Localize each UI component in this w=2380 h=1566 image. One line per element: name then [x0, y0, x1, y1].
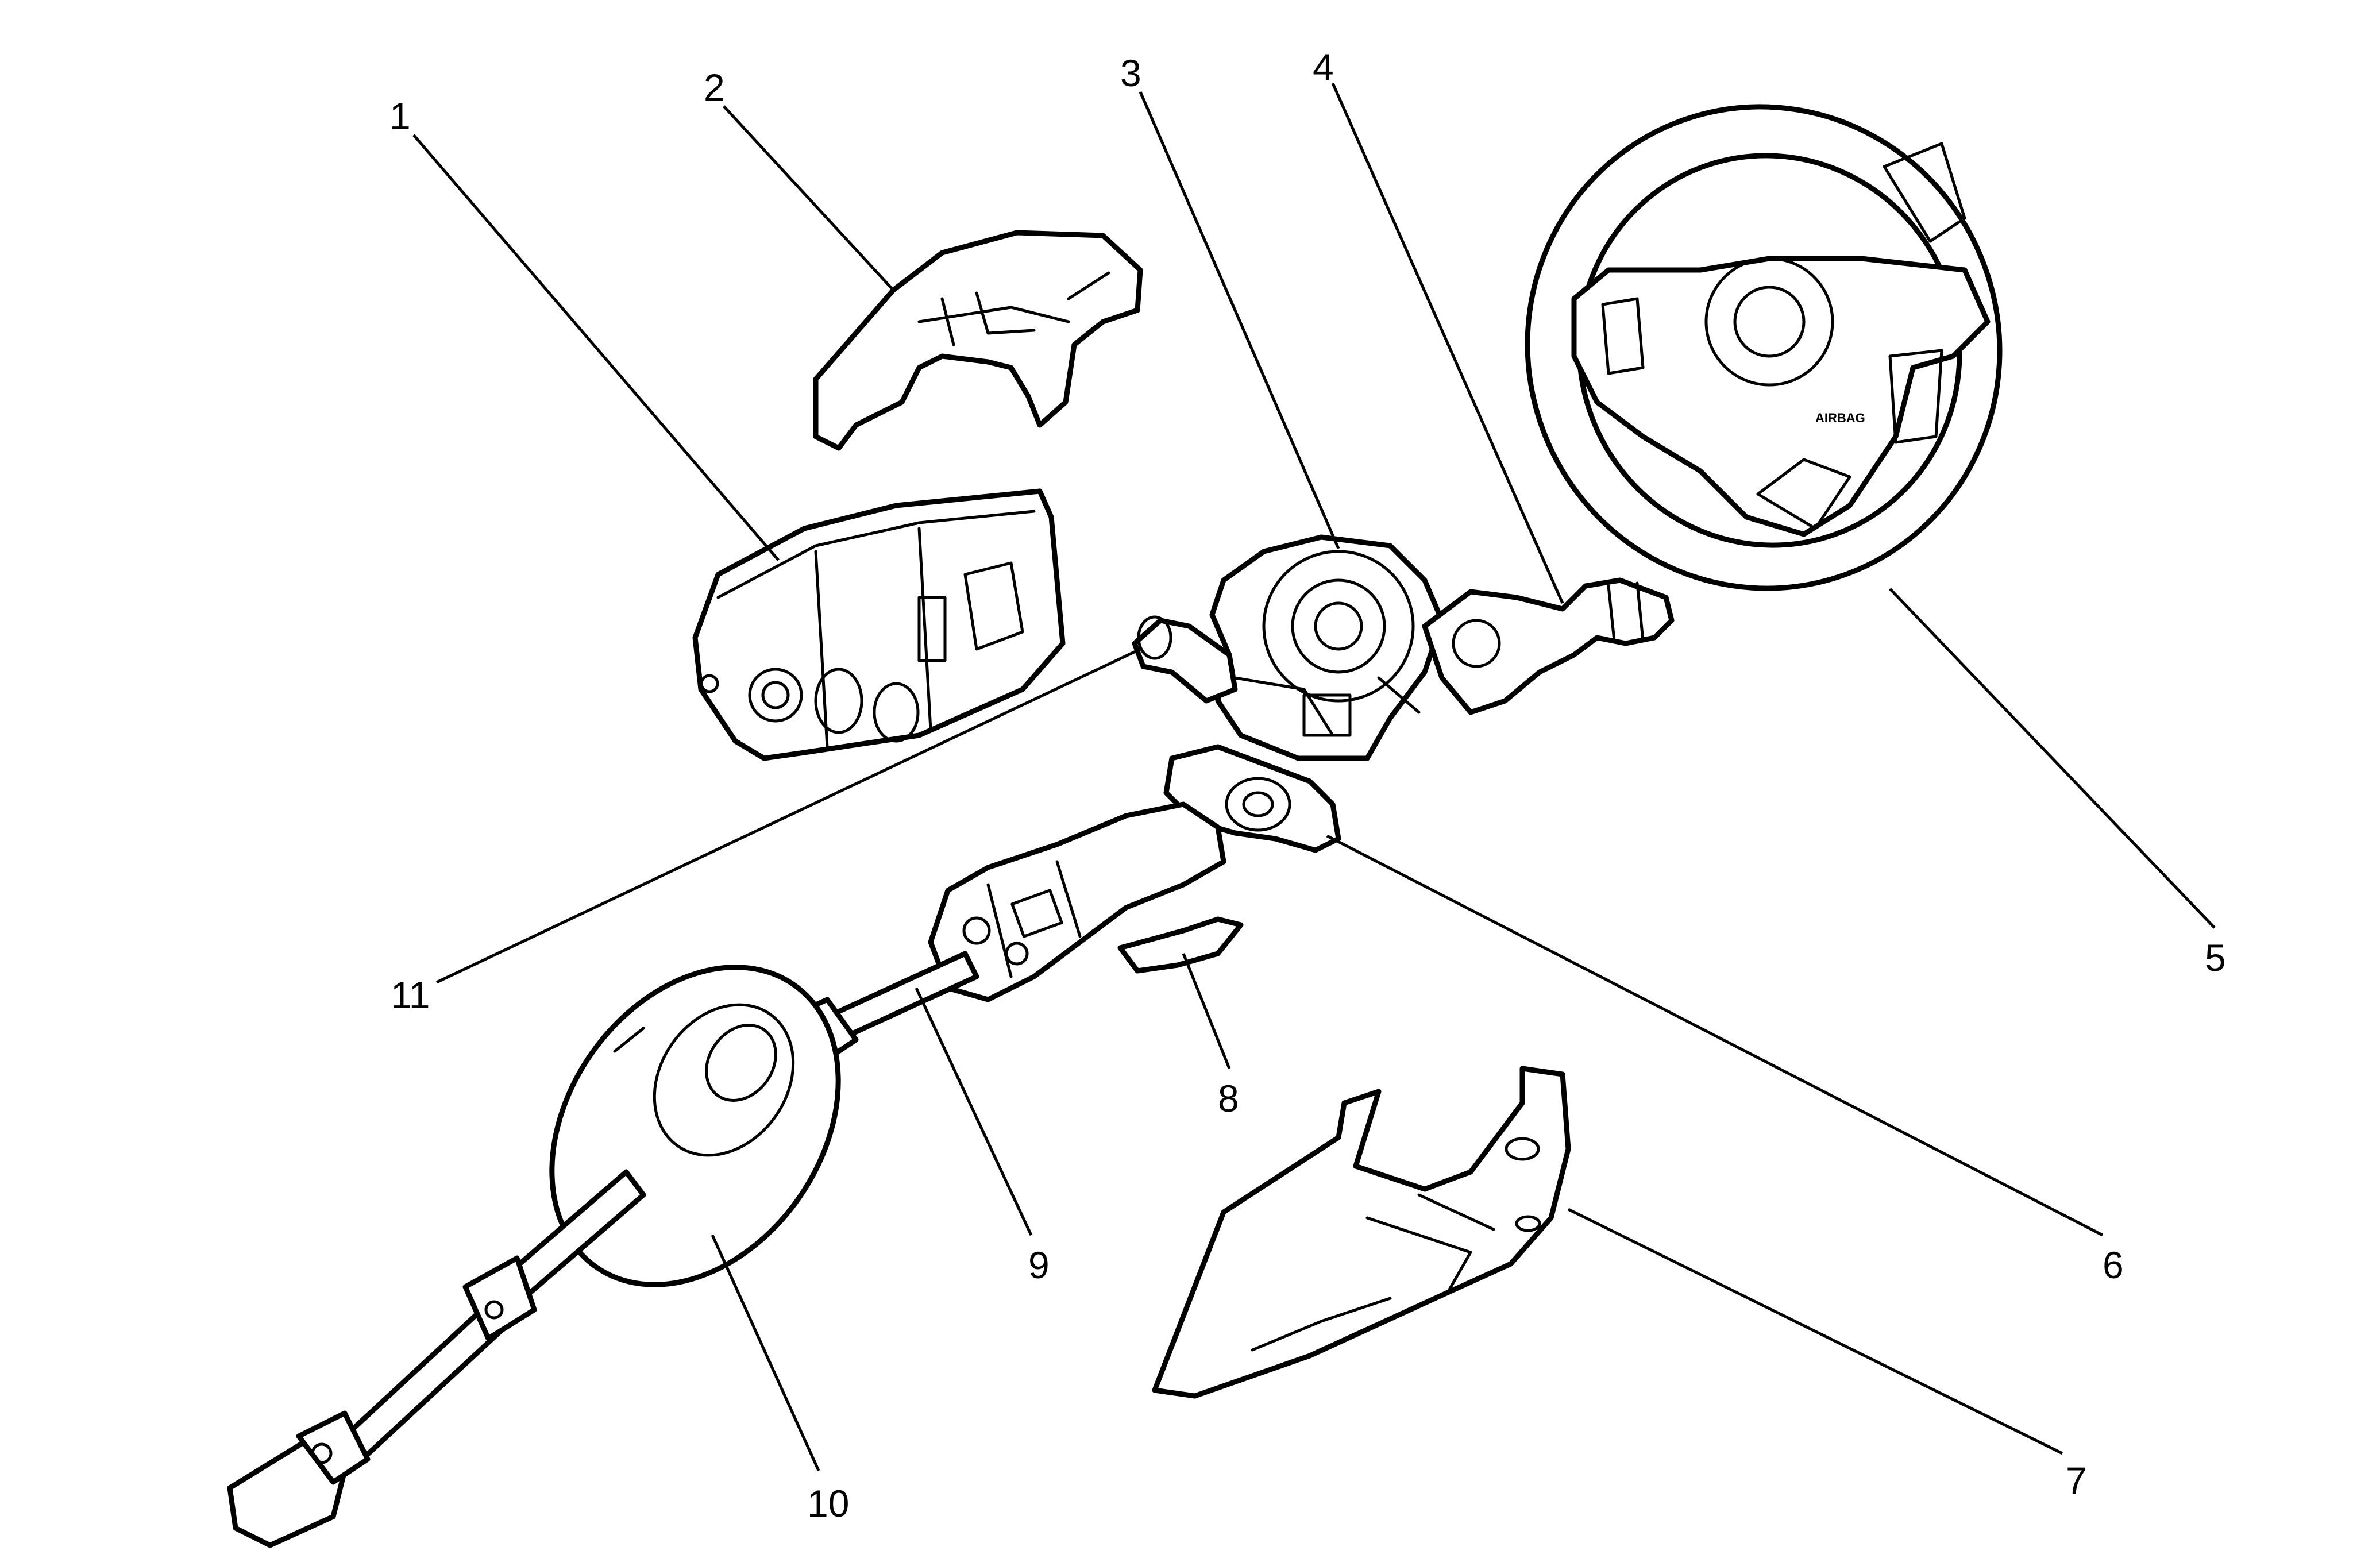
leader-8: [1182, 953, 1231, 1069]
callout-labels: 1 2 3 4 5 6 7 8 9 10 11: [389, 46, 2226, 1525]
leader-7: [1567, 1208, 2063, 1455]
leader-2: [723, 105, 894, 291]
callout-9: 9: [1028, 1244, 1050, 1286]
callout-10: 10: [807, 1482, 849, 1525]
leader-11: [435, 647, 1141, 984]
wiper-switch-stalk: [1422, 577, 1675, 715]
callout-6: 6: [2103, 1244, 2124, 1286]
leader-3: [1139, 91, 1340, 549]
callout-4: 4: [1313, 46, 1334, 88]
lower-steering-shaft: [227, 1169, 646, 1548]
leader-10: [711, 1234, 820, 1472]
turn-signal-stalk: [1132, 615, 1238, 704]
leader-lines: [412, 82, 2216, 1472]
callout-3: 3: [1120, 52, 1141, 94]
airbag-emblem: AIRBAG: [1815, 411, 1865, 425]
leader-4: [1331, 82, 1564, 604]
callout-7: 7: [2066, 1459, 2087, 1502]
upper-column-cover: [813, 230, 1143, 451]
callout-1: 1: [389, 95, 411, 137]
column-housing: [692, 488, 1066, 761]
leader-9: [915, 987, 1033, 1236]
leader-6: [1326, 834, 2104, 1237]
callout-8: 8: [1218, 1077, 1239, 1120]
lower-column-cover: [1152, 1066, 1571, 1399]
clock-spring-switch-assembly: [1209, 534, 1445, 761]
tilt-lever: [1117, 916, 1244, 974]
steering-column-body: [928, 801, 1226, 1002]
callout-5: 5: [2205, 936, 2226, 979]
leader-1: [412, 134, 780, 561]
callout-11: 11: [391, 974, 430, 1016]
steering-wheel: AIRBAG: [1525, 104, 2003, 591]
leader-5: [1889, 588, 2216, 929]
callout-2: 2: [704, 66, 725, 109]
